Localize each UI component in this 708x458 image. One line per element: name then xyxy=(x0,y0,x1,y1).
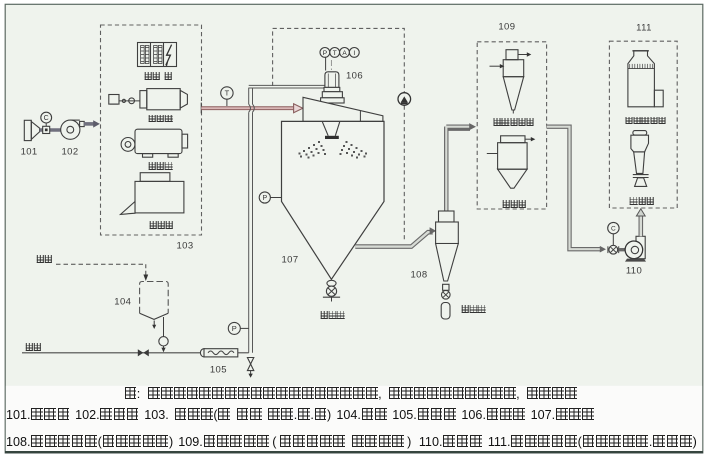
svg-text:A: A xyxy=(342,50,347,57)
svg-text:I: I xyxy=(353,50,355,57)
svg-text:P: P xyxy=(323,50,327,57)
svg-text:C: C xyxy=(611,226,616,233)
svg-text:T: T xyxy=(333,50,337,57)
svg-text:C: C xyxy=(44,115,49,122)
svg-text:T: T xyxy=(225,89,230,98)
svg-text:P: P xyxy=(262,195,267,202)
svg-text:P: P xyxy=(232,324,237,333)
